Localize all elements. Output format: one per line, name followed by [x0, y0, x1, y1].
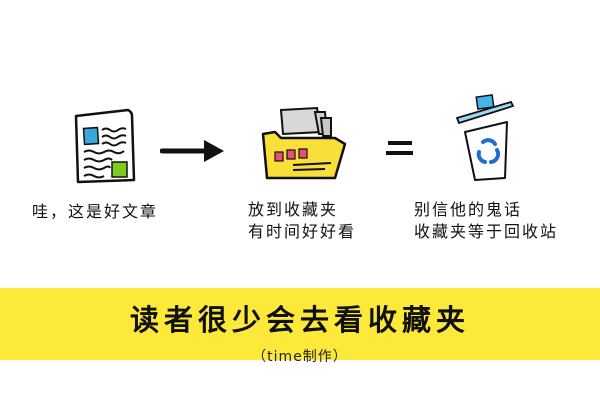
right-arrow-icon: [159, 138, 226, 164]
recycle-bin-icon: [455, 92, 517, 182]
step-1-caption: 哇，这是好文章: [32, 201, 158, 223]
credit-text: （time制作）: [252, 349, 348, 365]
document-icon: [72, 108, 138, 184]
caption-line: 哇，这是好文章: [32, 202, 159, 221]
caption-line: 放到收藏夹: [248, 200, 339, 219]
yellow-banner: [0, 288, 600, 360]
step-2-caption: 放到收藏夹 有时间好好看: [248, 199, 356, 243]
banner-title: 读者很少会去看收藏夹: [129, 303, 470, 337]
folder-icon: [255, 104, 347, 182]
caption-line: 别信他的鬼话: [414, 200, 523, 219]
step-3-caption: 别信他的鬼话 收藏夹等于回收站: [414, 199, 558, 243]
caption-line: 有时间好好看: [248, 222, 357, 241]
caption-line: 收藏夹等于回收站: [414, 222, 559, 241]
equals-icon: [386, 141, 414, 157]
